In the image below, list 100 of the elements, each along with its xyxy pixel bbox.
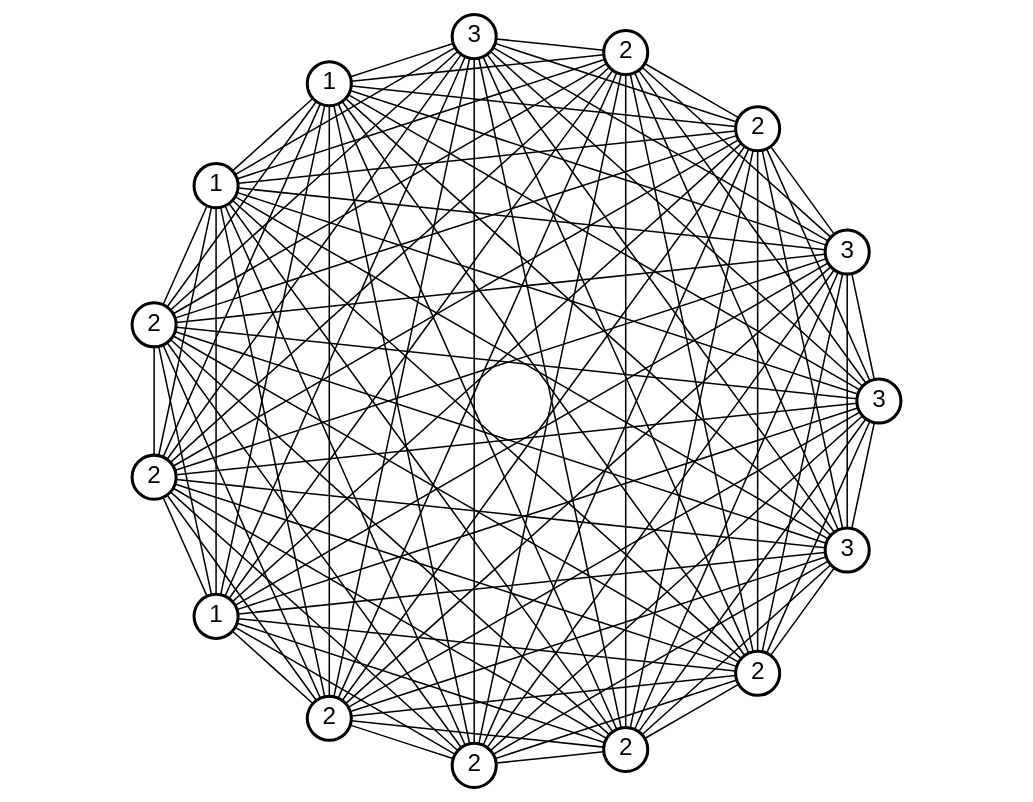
connector (629, 149, 754, 729)
node-circle: 2 (602, 29, 650, 77)
connector (158, 345, 213, 596)
connector (756, 150, 759, 652)
connector (641, 66, 832, 238)
connector (349, 556, 827, 713)
node-circle: 2 (130, 301, 178, 349)
node-circle: 1 (305, 60, 353, 108)
connector (350, 89, 827, 246)
connector (634, 271, 839, 730)
connector (349, 42, 454, 78)
connector (492, 560, 829, 755)
connector (350, 85, 737, 128)
connector (638, 418, 867, 733)
connector (234, 47, 456, 176)
connector (237, 187, 826, 251)
connector (175, 326, 858, 400)
connector (641, 564, 832, 736)
connector (345, 98, 832, 536)
connector (232, 200, 742, 660)
connector (162, 205, 208, 306)
connector (492, 47, 829, 242)
connector (473, 58, 475, 744)
connector (237, 618, 737, 672)
connector (162, 344, 321, 699)
connector (175, 253, 826, 324)
connector (634, 72, 839, 531)
connector (166, 53, 462, 460)
connector (236, 58, 606, 180)
connector (638, 69, 867, 384)
connector (169, 491, 459, 752)
connector (224, 56, 466, 597)
connector (237, 551, 826, 615)
connector (232, 630, 314, 705)
connector (761, 273, 844, 653)
node-circle: 2 (305, 694, 353, 742)
connector (228, 70, 614, 599)
connector (851, 421, 876, 529)
connector (224, 205, 466, 746)
node-circle: 2 (734, 649, 782, 697)
connector (236, 191, 859, 395)
connector (495, 751, 605, 764)
connector (761, 149, 844, 529)
node-circle: 2 (450, 741, 498, 789)
connector (486, 269, 835, 748)
connector (162, 496, 208, 597)
connector (220, 104, 326, 595)
connector (158, 206, 213, 456)
node-circle: 3 (823, 526, 871, 574)
connector (624, 74, 627, 728)
connector (162, 103, 321, 458)
connector (846, 273, 848, 529)
connector (486, 53, 835, 533)
connector (347, 94, 861, 391)
connector (172, 335, 739, 663)
connector (169, 339, 610, 736)
connector (172, 139, 739, 467)
connector (345, 266, 832, 705)
connector (232, 98, 314, 172)
connector (228, 203, 614, 733)
connector (172, 487, 607, 739)
connector (166, 342, 462, 748)
connector (174, 134, 738, 319)
connector (173, 62, 608, 315)
connector (644, 683, 740, 739)
node-circle: 1 (192, 162, 240, 210)
connector (166, 101, 317, 308)
connector (170, 66, 610, 463)
connector (350, 674, 737, 717)
connector (769, 567, 835, 657)
connector (174, 483, 738, 668)
node-circle: 3 (855, 377, 903, 425)
connector (851, 272, 875, 380)
connector (153, 346, 155, 456)
node-circle: 3 (450, 13, 498, 61)
connector (170, 50, 459, 311)
connector (174, 331, 827, 544)
connector (350, 54, 605, 83)
connector (494, 679, 737, 760)
connector (234, 196, 829, 540)
connector (236, 622, 606, 744)
connector (349, 724, 454, 760)
connector (174, 258, 827, 472)
connector (166, 494, 317, 701)
connector (766, 148, 871, 382)
connector (237, 130, 737, 184)
connector (175, 478, 826, 549)
connector (489, 415, 863, 752)
connector (644, 63, 740, 119)
connector (495, 38, 605, 51)
connector (482, 148, 750, 746)
connector (234, 262, 829, 606)
connector (219, 206, 326, 697)
node-circle: 1 (192, 592, 240, 640)
node-circle: 2 (734, 105, 782, 153)
connector (350, 719, 605, 748)
connector (232, 142, 742, 602)
connector (234, 626, 456, 755)
connector (770, 146, 835, 235)
connector (215, 207, 217, 595)
